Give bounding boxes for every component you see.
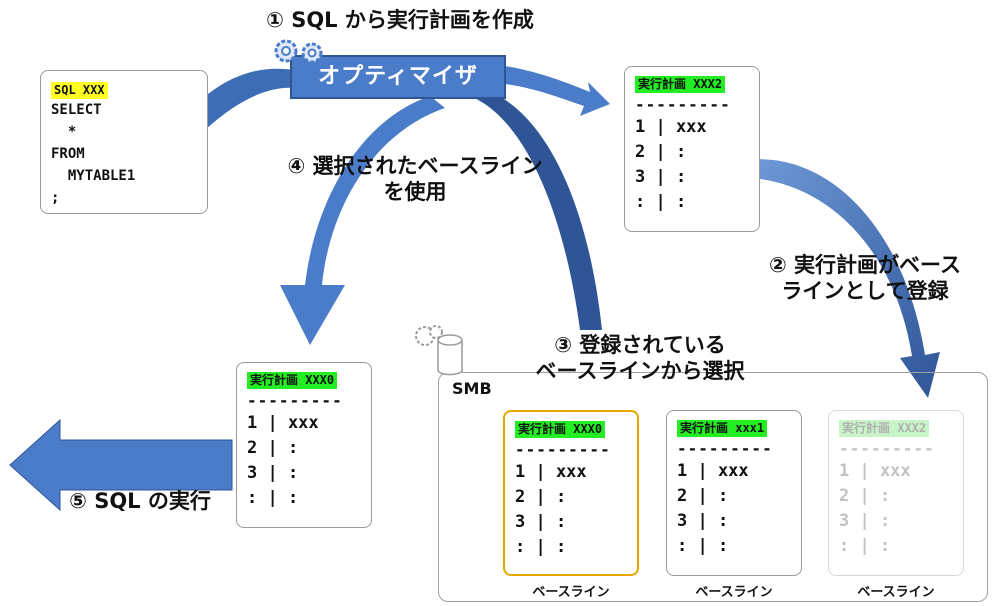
plan-row: 1 | xxx — [247, 413, 319, 433]
plan-row: 3 | : — [515, 512, 567, 532]
step4-line1: ④ 選択されたベースライン — [287, 154, 543, 178]
sql-line: ; — [51, 190, 60, 206]
sql-line: MYTABLE1 — [51, 168, 136, 184]
plan-row: : | : — [839, 536, 891, 556]
baseline-caption: ベースライン — [695, 585, 773, 600]
plan-header: 実行計画 XXX2 — [635, 76, 726, 93]
plan-separator: --------- — [677, 439, 773, 458]
gear-icon — [274, 39, 323, 64]
baseline-caption: ベースライン — [532, 585, 610, 600]
plan-row: 3 | : — [247, 463, 299, 483]
arrow-optimizer-to-plan — [505, 66, 610, 116]
plan-box-selected: 実行計画 XXX0 --------- 1 | xxx 2 | : 3 | : … — [236, 362, 372, 528]
optimizer-box: オプティマイザ — [290, 55, 506, 99]
plan-row: : | : — [677, 536, 729, 556]
step2-line2: ラインとして登録 — [781, 279, 949, 303]
sql-line: FROM — [51, 146, 85, 162]
sql-lines: SELECT * FROM MYTABLE1 ; — [51, 99, 197, 209]
plan-row: : | : — [247, 488, 299, 508]
step5-text: ⑤ SQL の実行 — [69, 489, 211, 513]
step3-line1: ③ 登録されている — [554, 333, 726, 357]
plan-row: : | : — [515, 537, 567, 557]
step3-line2: ベースラインから選択 — [535, 359, 745, 383]
plan-header: 実行計画 XXX2 — [839, 420, 930, 437]
plan-header: 実行計画 XXX0 — [247, 372, 338, 389]
plan-row: 2 | : — [635, 142, 687, 162]
plan-row: 1 | xxx — [839, 461, 911, 481]
optimizer-label: オプティマイザ — [318, 64, 478, 89]
smb-plan-xxx2: 実行計画 XXX2 --------- 1 | xxx 2 | : 3 | : … — [828, 410, 964, 576]
plan-row: 3 | : — [635, 167, 687, 187]
arrow-smb-to-optimizer — [412, 83, 602, 330]
smb-plan-xxx0: 実行計画 XXX0 --------- 1 | xxx 2 | : 3 | : … — [503, 410, 639, 576]
sql-box: SQL XXX SELECT * FROM MYTABLE1 ; — [40, 70, 208, 214]
plan-separator: --------- — [515, 440, 611, 459]
arrow-optimizer-to-selected — [280, 96, 445, 345]
plan-row: 3 | : — [677, 511, 729, 531]
plan-header: 実行計画 XXX0 — [515, 421, 606, 438]
plan-header: 実行計画 xxx1 — [677, 420, 768, 437]
step2-line1: ② 実行計画がベース — [768, 253, 962, 277]
plan-row: 1 | xxx — [635, 117, 707, 137]
plan-row: 2 | : — [839, 486, 891, 506]
step1-label: ① SQL から実行計画を作成 — [230, 7, 570, 33]
sql-line: SELECT — [51, 102, 102, 118]
plan-row: 1 | xxx — [515, 462, 587, 482]
step3-label: ③ 登録されている ベースラインから選択 — [505, 332, 775, 384]
arrow-execute-left — [9, 418, 233, 512]
step4-line2: を使用 — [383, 180, 447, 204]
sql-line: * — [51, 124, 77, 140]
step4-label: ④ 選択されたベースライン を使用 — [255, 153, 575, 205]
plan-row: : | : — [635, 192, 687, 212]
plan-row: 1 | xxx — [677, 461, 749, 481]
smb-plan-xxx1: 実行計画 xxx1 --------- 1 | xxx 2 | : 3 | : … — [666, 410, 802, 576]
database-icon — [415, 325, 463, 376]
arrow-plan-to-smb — [745, 159, 940, 398]
step5-label: ⑤ SQL の実行 — [40, 488, 240, 514]
step1-text: ① SQL から実行計画を作成 — [266, 8, 534, 32]
plan-row: 2 | : — [515, 487, 567, 507]
step2-label: ② 実行計画がベース ラインとして登録 — [740, 252, 990, 304]
plan-row: 3 | : — [839, 511, 891, 531]
baseline-caption: ベースライン — [857, 585, 935, 600]
plan-row: 2 | : — [677, 486, 729, 506]
arrow-sql-to-optimizer — [190, 68, 295, 130]
plan-separator: --------- — [247, 391, 343, 410]
smb-container — [438, 372, 988, 602]
sql-header: SQL XXX — [51, 82, 108, 99]
plan-separator: --------- — [839, 439, 935, 458]
plan-separator: --------- — [635, 95, 731, 114]
plan-row: 2 | : — [247, 438, 299, 458]
smb-label: SMB — [452, 379, 492, 398]
plan-box-new: 実行計画 XXX2 --------- 1 | xxx 2 | : 3 | : … — [624, 66, 760, 232]
